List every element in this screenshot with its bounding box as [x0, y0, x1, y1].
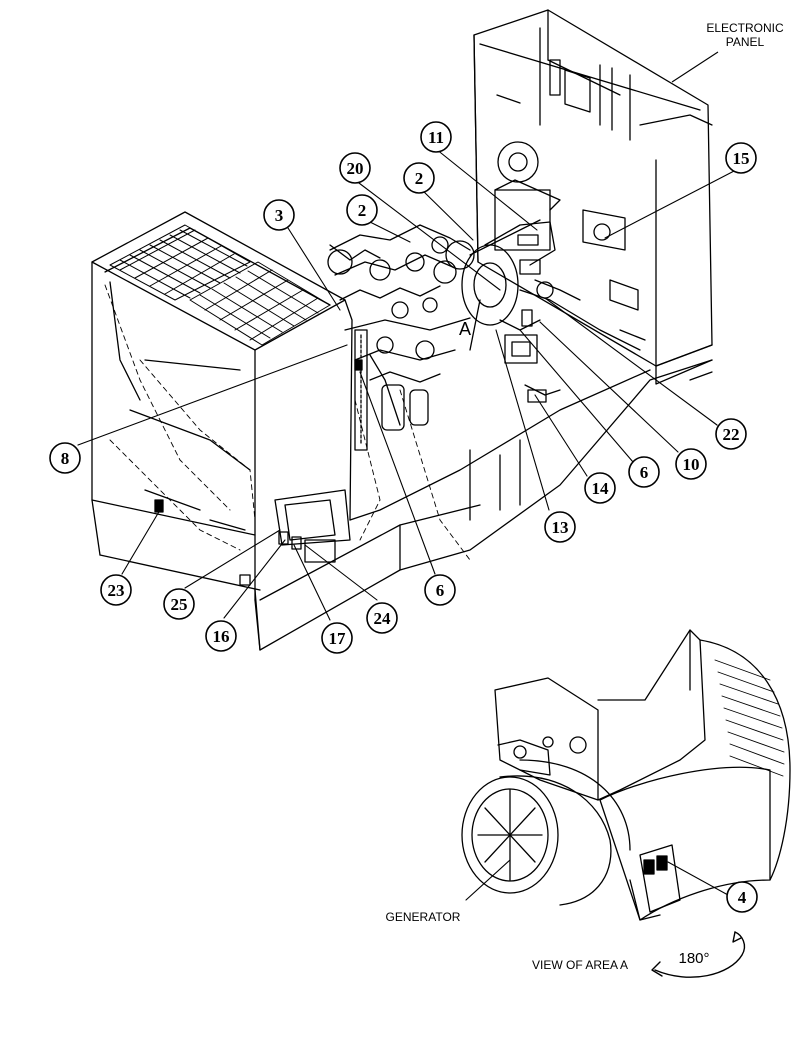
callout-number: 25 [171, 595, 188, 614]
callout-24: 24 [366, 602, 398, 634]
callout-circle [163, 588, 195, 620]
callout-circle [715, 418, 747, 450]
electronic-panel-label-line1: ELECTRONIC [706, 21, 784, 35]
callout-10: 10 [675, 448, 707, 480]
area-a-marker: A [459, 319, 471, 339]
callout-25: 25 [163, 588, 195, 620]
callout-circle [100, 574, 132, 606]
callout-number: 2 [358, 201, 367, 220]
electronic-panel-label-line2: PANEL [726, 35, 765, 49]
electronic-panel-enclosure [473, 9, 713, 385]
generator-area-a [461, 179, 641, 403]
callout-number: 6 [436, 581, 445, 600]
callout-13: 13 [544, 511, 576, 543]
engine-assembly [327, 224, 475, 451]
callout-number: 20 [347, 159, 364, 178]
callout-circle [263, 199, 295, 231]
callout-number: 15 [733, 149, 750, 168]
callout-number: 8 [61, 449, 70, 468]
callout-number: 22 [723, 425, 740, 444]
callout-14: 14 [584, 472, 616, 504]
callout-number: 10 [683, 455, 700, 474]
callout-circle [584, 472, 616, 504]
callout-number: 6 [640, 463, 649, 482]
callout-number: 11 [428, 128, 444, 147]
callout-2: 2 [403, 162, 435, 194]
generator-label: GENERATOR [386, 910, 461, 924]
callout-4: 4 [726, 881, 758, 913]
callout-circle [205, 620, 237, 652]
callout-number: 2 [415, 169, 424, 188]
leader-lines-main [77, 148, 737, 621]
radiator-enclosure [91, 211, 353, 601]
callout-11: 11 [420, 121, 452, 153]
generator-set-drawing [77, 9, 737, 651]
area-a-detail-view [461, 629, 791, 978]
electronic-panel-leader [671, 51, 719, 83]
callout-number: 23 [108, 581, 125, 600]
cooling-fins [714, 659, 785, 777]
callout-circle [321, 622, 353, 654]
callout-16: 16 [205, 620, 237, 652]
hidden-lines [104, 284, 471, 561]
callout-circle [726, 881, 758, 913]
callout-number: 16 [213, 627, 230, 646]
callout-circle [403, 162, 435, 194]
rotation-label: 180° [678, 950, 709, 967]
callout-23: 23 [100, 574, 132, 606]
callout-circle [424, 574, 456, 606]
radiator-grille-right [189, 261, 331, 346]
callout-number: 13 [552, 518, 569, 537]
view-of-area-a-label: VIEW OF AREA A [532, 958, 628, 972]
callout-17: 17 [321, 622, 353, 654]
callout-circle [628, 456, 660, 488]
callout-circle [339, 152, 371, 184]
callout-15: 15 [725, 142, 757, 174]
callout-22: 22 [715, 418, 747, 450]
callout-number: 24 [374, 609, 392, 628]
callout-circle [420, 121, 452, 153]
enclosure-labels [154, 359, 363, 586]
callout-6: 6 [424, 574, 456, 606]
callout-2: 2 [346, 194, 378, 226]
callout-8: 8 [49, 442, 81, 474]
callout-circle [49, 442, 81, 474]
radiator-grille-left [109, 224, 251, 301]
callout-number: 4 [738, 888, 747, 907]
callout-number: 17 [329, 629, 347, 648]
callout-6: 6 [628, 456, 660, 488]
callout-circle [544, 511, 576, 543]
callout-circle [346, 194, 378, 226]
callout-20: 20 [339, 152, 371, 184]
callout-circle [366, 602, 398, 634]
callout-3: 3 [263, 199, 295, 231]
callout-number: 14 [592, 479, 610, 498]
callout-circle [675, 448, 707, 480]
callout-circle [725, 142, 757, 174]
rotation-arrow-icon [654, 931, 746, 978]
callout-number: 3 [275, 206, 284, 225]
